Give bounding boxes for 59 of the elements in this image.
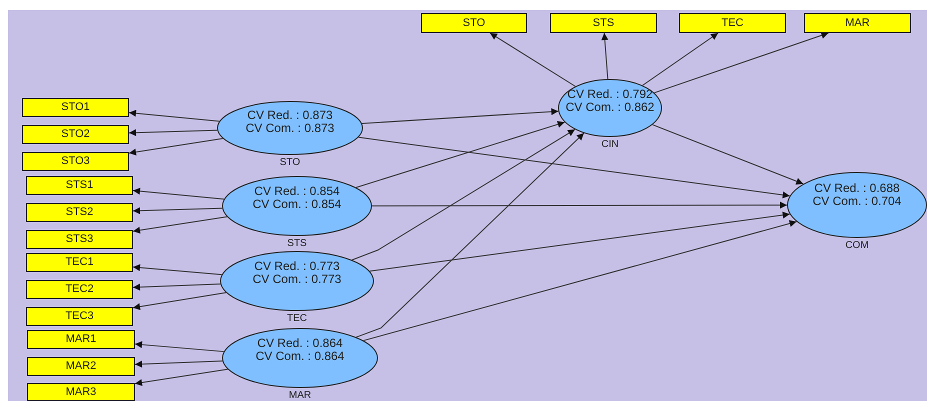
arrow — [132, 292, 226, 310]
indicator-box: MAR3 — [27, 383, 135, 401]
metric-text: CV Red. : 0.773 — [253, 260, 341, 273]
metric-text: CV Com. : 0.873 — [244, 122, 336, 136]
node-label: MAR — [288, 391, 312, 401]
node-label: TEC — [287, 314, 307, 324]
arrow — [361, 108, 559, 124]
arrow — [132, 264, 222, 276]
arrow — [601, 32, 608, 80]
indicator-box: STO1 — [22, 98, 129, 117]
node-label: STS — [287, 239, 307, 249]
metric-text: CV Red. : 0.688 — [813, 182, 901, 195]
indicator-box: MAR2 — [27, 357, 135, 376]
arrow — [128, 129, 218, 136]
indicator-box: STS2 — [26, 203, 133, 222]
arrow — [128, 138, 224, 156]
indicator-box: TEC3 — [26, 307, 133, 326]
node-label: CIN — [601, 140, 619, 150]
arrow — [132, 216, 228, 234]
arrow — [642, 32, 719, 86]
arrow — [128, 110, 220, 122]
indicator-box: MAR — [804, 13, 911, 33]
arrow — [358, 136, 790, 198]
metric-text: CV Red. : 0.864 — [256, 337, 344, 350]
indicator-box: TEC1 — [26, 253, 133, 272]
metric-text: CV Red. : 0.854 — [253, 185, 341, 198]
arrow — [654, 32, 829, 94]
node-label: COM — [845, 241, 869, 251]
indicator-box: STS — [550, 13, 657, 33]
arrow — [652, 124, 804, 185]
metric-text: CV Red. : 0.873 — [246, 109, 334, 122]
arrow — [132, 284, 221, 291]
indicator-box: STO3 — [22, 152, 129, 171]
indicator-box: STO2 — [22, 125, 129, 144]
arrow — [134, 360, 223, 368]
indicator-box: TEC2 — [26, 280, 133, 299]
indicator-box: STO — [421, 13, 527, 33]
arrow — [362, 220, 798, 342]
arrow — [372, 202, 788, 209]
arrow — [369, 212, 790, 272]
metric-text: CV Com. : 0.862 — [564, 100, 656, 114]
arrow — [356, 120, 566, 188]
indicator-box: STS3 — [26, 230, 133, 249]
arrow — [134, 341, 224, 352]
metric-text: CV Com. : 0.854 — [252, 198, 342, 211]
node-label: STO — [280, 158, 300, 168]
arrow — [132, 188, 224, 200]
indicator-box: MAR1 — [27, 330, 135, 349]
indicator-box: STS1 — [26, 176, 133, 195]
indicator-box: TEC — [679, 13, 786, 33]
metric-text: CV Com. : 0.773 — [252, 273, 342, 286]
arrow — [356, 132, 584, 338]
arrow — [132, 207, 223, 214]
arrow — [351, 128, 576, 260]
arrow — [490, 32, 576, 87]
metric-text: CV Com. : 0.704 — [812, 194, 902, 208]
arrow — [134, 368, 228, 386]
metric-text: CV Com. : 0.864 — [254, 350, 346, 363]
metric-text: CV Red. : 0.792 — [566, 88, 654, 101]
